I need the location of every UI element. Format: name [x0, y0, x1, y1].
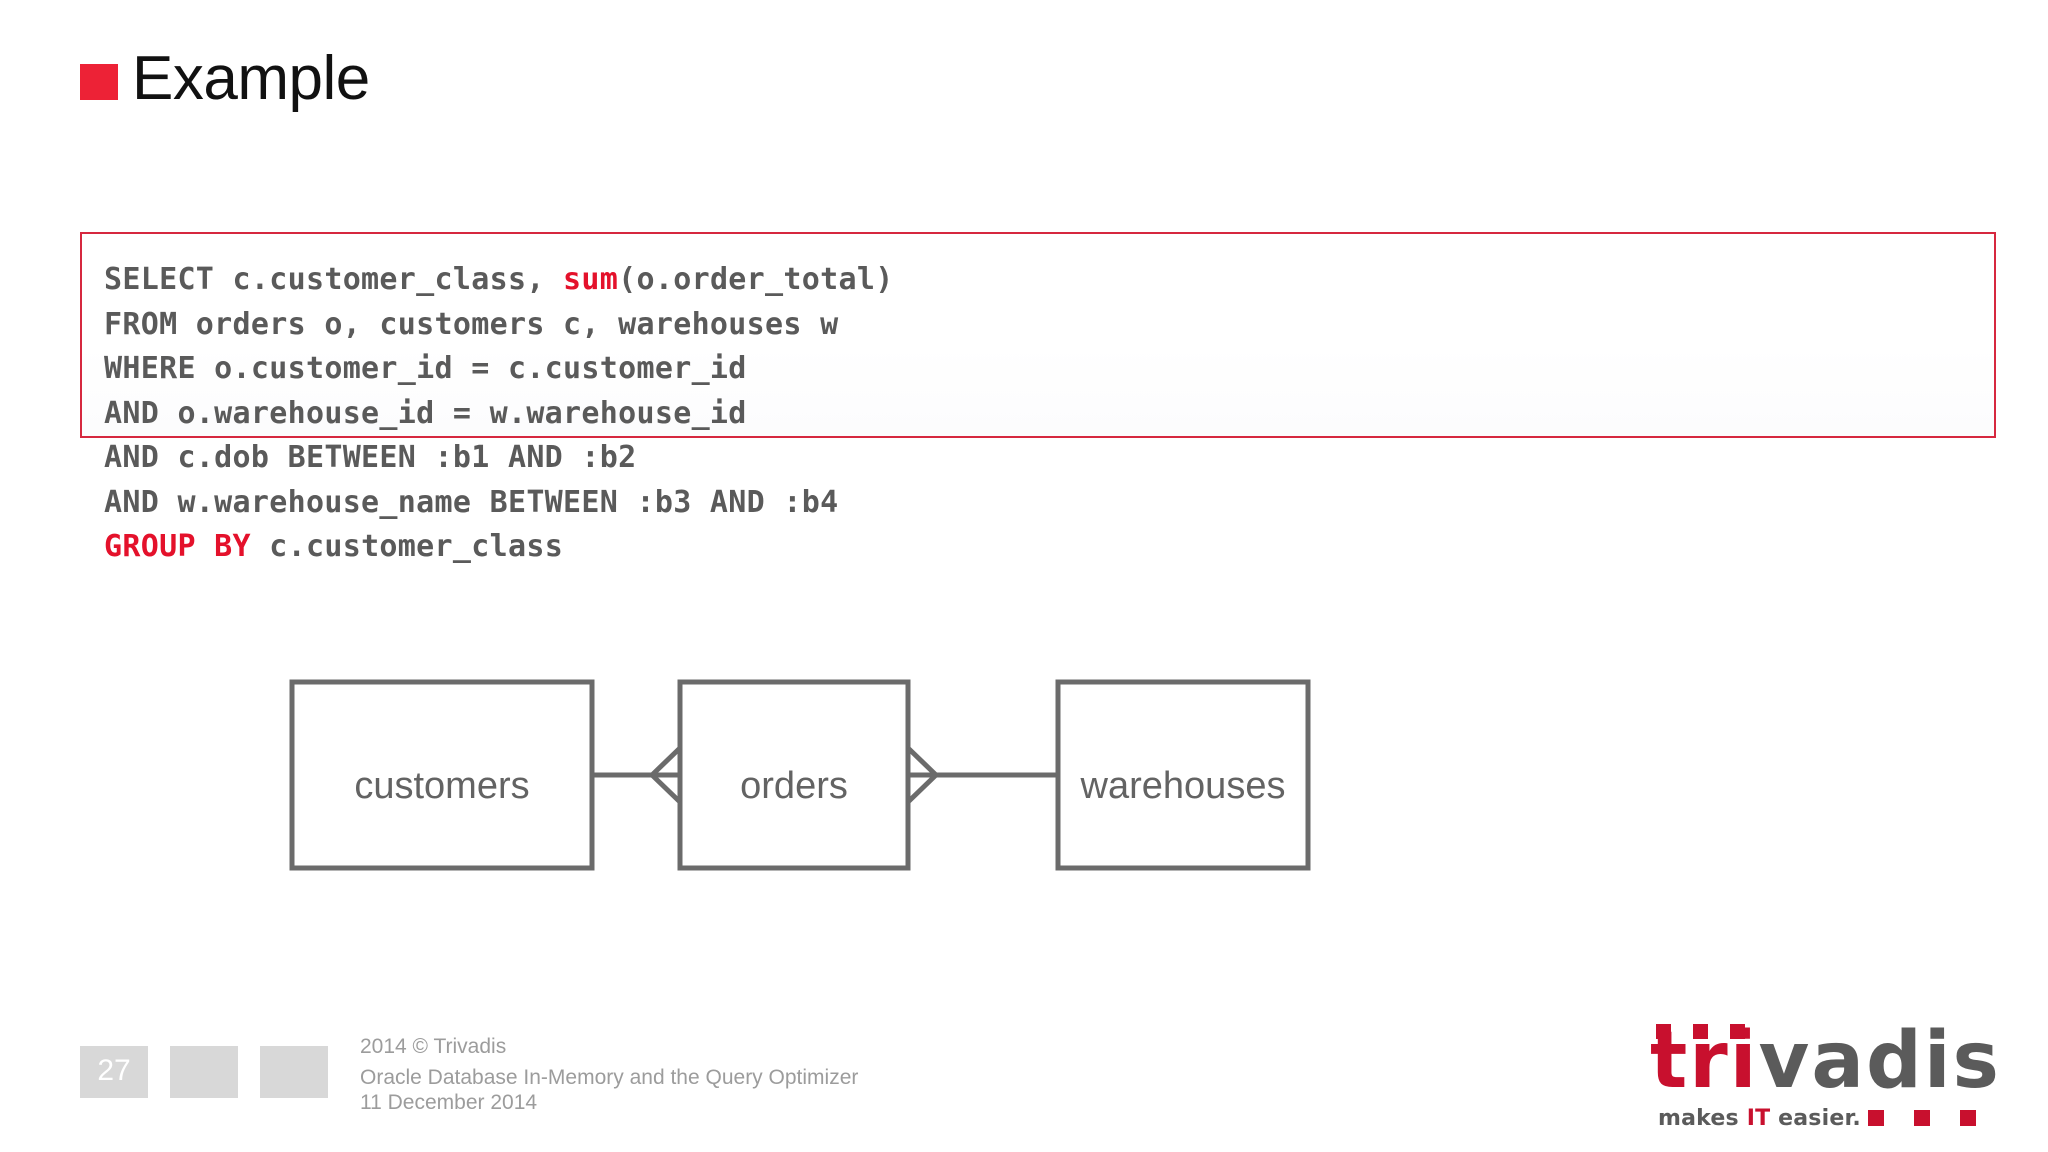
- logo-wordmark-tri: tri: [1650, 1016, 1759, 1106]
- sql-code-line: GROUP BY c.customer_class: [104, 525, 1994, 570]
- sql-text: AND w.warehouse_name BETWEEN :b3 AND :b4: [104, 484, 839, 520]
- page-square-3: [260, 1046, 328, 1098]
- sql-code-line: FROM orders o, customers c, warehouses w: [104, 303, 1994, 348]
- logo-dots-icon: [1656, 1024, 1745, 1039]
- sql-code-line: WHERE o.customer_id = c.customer_id: [104, 347, 1994, 392]
- page-indicator: 27: [80, 1046, 328, 1098]
- logo-dot-2: [1693, 1024, 1708, 1039]
- logo-square-3: [1960, 1110, 1976, 1126]
- crows-foot-orders-left: [650, 746, 682, 804]
- sql-text: SELECT c.customer_class,: [104, 262, 564, 297]
- er-entity-warehouses-box: [1055, 679, 1311, 871]
- er-diagram: customers orders warehouses: [280, 670, 1320, 880]
- sql-text: c.customer_class: [250, 529, 564, 564]
- footer-text-block: 2014 © Trivadis Oracle Database In-Memor…: [360, 1034, 858, 1115]
- sql-text: AND c.dob BETWEEN :b1 AND :b2: [104, 440, 637, 475]
- sql-code-line: SELECT c.customer_class, sum(o.order_tot…: [104, 258, 1994, 303]
- logo-tagline: makes IT easier.: [1658, 1106, 1861, 1131]
- page-title: Example: [80, 48, 370, 110]
- er-entity-customers-label: customers: [354, 765, 529, 807]
- footer-date: 11 December 2014: [360, 1091, 538, 1114]
- footer-deck-title: Oracle Database In-Memory and the Query …: [360, 1066, 859, 1089]
- er-entity-orders-label: orders: [740, 765, 848, 807]
- logo-dot-1: [1656, 1024, 1671, 1039]
- sql-keyword: GROUP BY: [104, 529, 251, 564]
- sql-code-line: AND w.warehouse_name BETWEEN :b3 AND :b4: [104, 481, 1994, 526]
- page-square-current: 27: [80, 1046, 148, 1098]
- title-bullet-icon: [80, 64, 118, 100]
- slide-footer: 27 2014 © Trivadis Oracle Database In-Me…: [80, 1035, 858, 1115]
- er-entity-customers-box: [289, 679, 595, 871]
- sql-text: FROM orders o, customers c, warehouses w: [104, 306, 839, 342]
- sql-code-line: AND o.warehouse_id = w.warehouse_id: [104, 392, 1994, 437]
- sql-keyword: sum: [563, 262, 619, 297]
- sql-code-text: SELECT c.customer_class, sum(o.order_tot…: [104, 258, 1994, 570]
- sql-text: (o.order_total): [618, 262, 894, 297]
- footer-copyright: 2014 © Trivadis: [360, 1035, 507, 1058]
- sql-text: AND o.warehouse_id = w.warehouse_id: [104, 395, 747, 431]
- sql-code-block: SELECT c.customer_class, sum(o.order_tot…: [80, 232, 1996, 564]
- er-entity-orders-box: [677, 679, 911, 871]
- logo-dot-3: [1730, 1024, 1745, 1039]
- logo-tagline-pre: makes: [1658, 1106, 1747, 1131]
- logo-squares-icon: [1868, 1110, 1976, 1126]
- sql-text: WHERE o.customer_id = c.customer_id: [104, 351, 747, 386]
- logo-tagline-accent: IT: [1746, 1106, 1771, 1131]
- page-square-2: [170, 1046, 238, 1098]
- er-entity-warehouses-label: warehouses: [1080, 765, 1286, 807]
- page-number: 27: [97, 1054, 131, 1087]
- page-title-text: Example: [132, 44, 370, 113]
- logo-tagline-post: easier.: [1770, 1106, 1861, 1131]
- logo-wordmark: trivadis: [1650, 1022, 1999, 1102]
- trivadis-logo: trivadis makes IT easier.: [1650, 1022, 1999, 1132]
- crows-foot-orders-right: [906, 746, 938, 804]
- sql-code-line: AND c.dob BETWEEN :b1 AND :b2: [104, 436, 1994, 481]
- logo-wordmark-vadis: vadis: [1758, 1016, 2001, 1106]
- logo-square-1: [1868, 1110, 1884, 1126]
- logo-square-2: [1914, 1110, 1930, 1126]
